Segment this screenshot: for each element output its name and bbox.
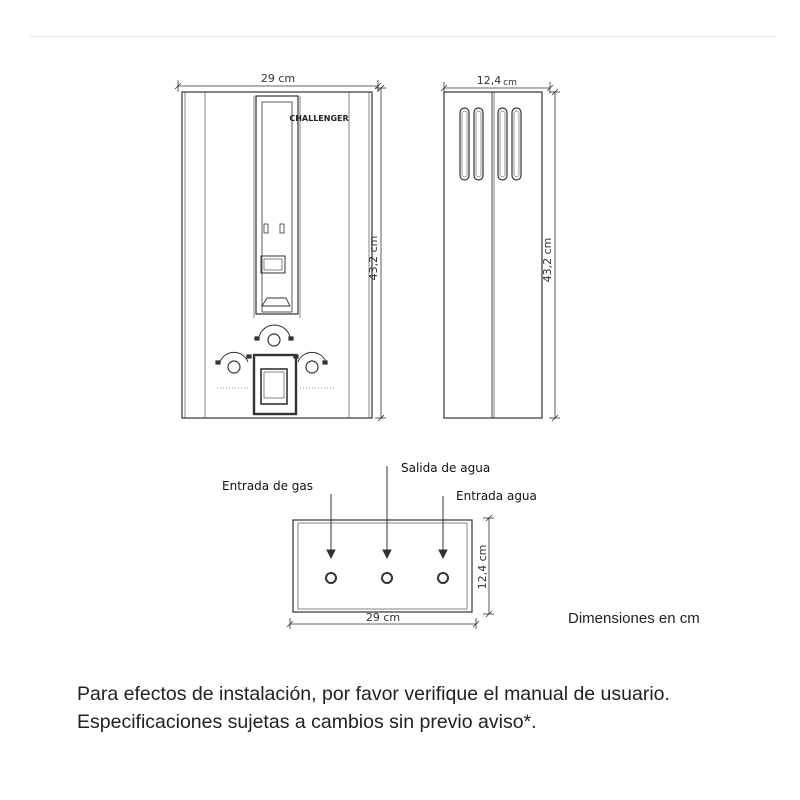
vent-slot (511, 107, 522, 181)
indicator-left (263, 223, 269, 234)
brand-logo: CHALLENGER (289, 114, 348, 123)
side-width-label: 12,4 (477, 74, 502, 87)
top-divider (30, 36, 776, 37)
front-body (181, 91, 373, 419)
side-height-label: 43,2 cm (541, 238, 554, 283)
bottom-width-label: 29 cm (366, 611, 400, 624)
water-outlet-connector (381, 572, 393, 584)
front-view (181, 91, 373, 419)
display-window (260, 255, 286, 274)
bottom-depth-label: 12,4 cm (476, 545, 489, 590)
bottom-control-box (252, 353, 298, 416)
callout-arrows (326, 466, 448, 560)
bottom-body (292, 519, 473, 613)
callout-water-inlet: Entrada agua (456, 489, 537, 503)
vent-slot (473, 107, 484, 181)
side-view (443, 91, 543, 419)
top-knob (254, 324, 294, 347)
note-line: Para efectos de instalación, por favor v… (77, 683, 670, 705)
side-width-dimension (440, 82, 554, 93)
bottom-view (292, 519, 473, 613)
water-inlet-connector (437, 572, 449, 584)
side-body (443, 91, 543, 419)
bottom-width-dimension (286, 618, 480, 629)
flame-window (261, 297, 291, 307)
installation-notes: Para efectos de instalación, por favor v… (77, 680, 670, 736)
arrow-down-icon (326, 549, 336, 560)
front-height-label: 43,2 cm (367, 236, 380, 281)
front-width-label: 29 cm (261, 72, 295, 85)
vent-slot (459, 107, 470, 181)
vent-slot (497, 107, 508, 181)
units-legend: Dimensiones en cm (568, 610, 700, 627)
right-knob (293, 351, 328, 374)
note-line: Especificaciones sujetas a cambios sin p… (77, 711, 537, 733)
front-center-panel (255, 95, 299, 315)
left-knob (215, 351, 252, 374)
side-width-unit: cm (503, 78, 517, 88)
gas-inlet-connector (325, 572, 337, 584)
arrow-down-icon (438, 549, 448, 560)
bottom-depth-dimension (483, 514, 494, 618)
side-height-dimension (549, 88, 560, 422)
callout-water-outlet: Salida de agua (401, 461, 490, 475)
callout-gas-inlet: Entrada de gas (222, 479, 313, 493)
front-height-dimension (375, 84, 386, 422)
indicator-right (279, 223, 285, 234)
arrow-down-icon (382, 549, 392, 560)
